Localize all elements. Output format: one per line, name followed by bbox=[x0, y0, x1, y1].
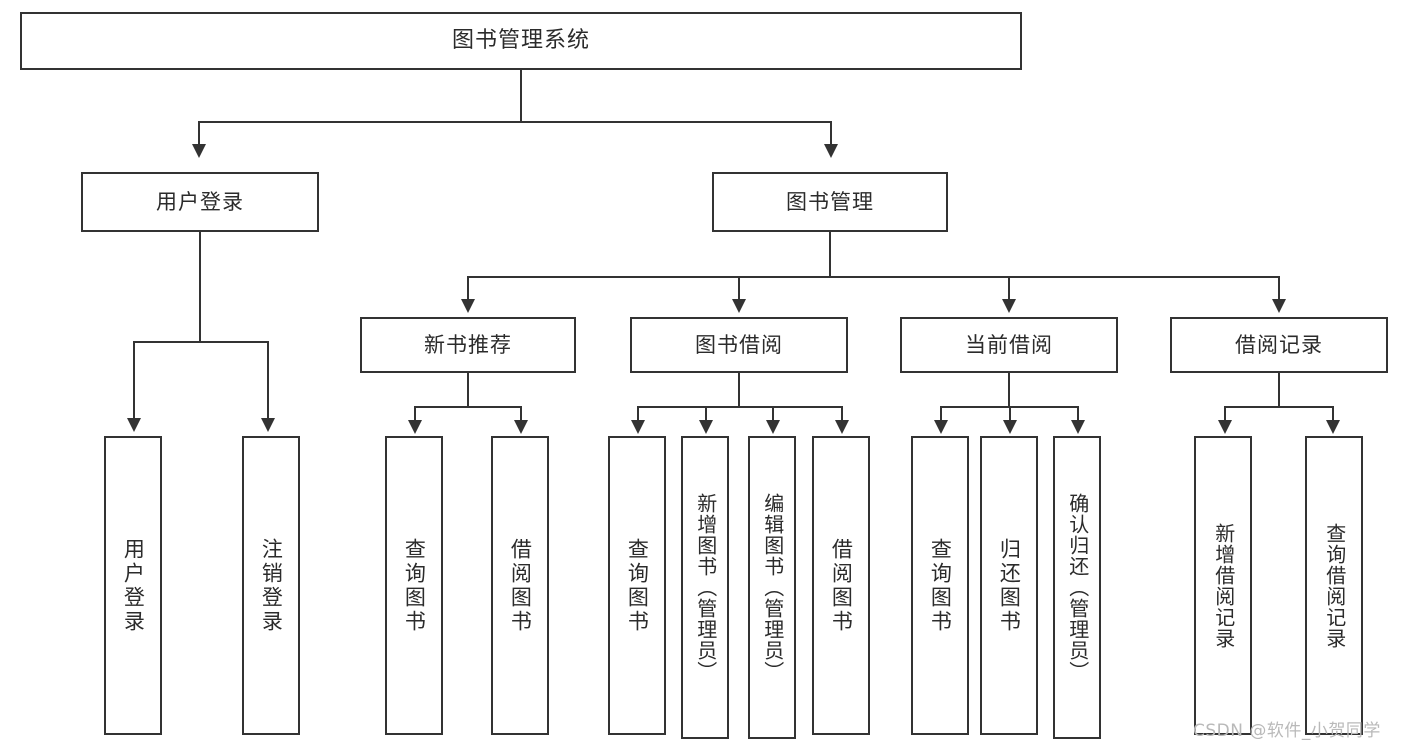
connector-drop-book-borrow bbox=[738, 276, 740, 300]
arrowhead-leaf-borrow-book-2 bbox=[835, 420, 849, 434]
node-new-book-recommend[interactable]: 新书推荐 bbox=[360, 317, 576, 373]
arrowhead-borrow-record bbox=[1272, 299, 1286, 313]
connector-drop-user-login bbox=[198, 121, 200, 146]
connector-drop-new-book-recommend bbox=[467, 276, 469, 300]
arrowhead-user-login bbox=[192, 144, 206, 158]
connector-root-trunk bbox=[520, 70, 522, 122]
node-current-borrow[interactable]: 当前借阅 bbox=[900, 317, 1118, 373]
connector-nbr-trunk bbox=[467, 373, 469, 407]
csdn-watermark: CSDN @软件_小贺同学 bbox=[1193, 721, 1381, 741]
node-leaf-query-book-3[interactable]: 查询图书 bbox=[911, 436, 969, 735]
node-leaf-borrow-book-2[interactable]: 借阅图书 bbox=[812, 436, 870, 735]
connector-drop-leaf-query-book-2 bbox=[637, 406, 639, 421]
arrowhead-book-borrow bbox=[732, 299, 746, 313]
connector-drop-book-manage bbox=[830, 121, 832, 146]
node-leaf-query-book-1[interactable]: 查询图书 bbox=[385, 436, 443, 735]
connector-drop-leaf-return-book bbox=[1009, 406, 1011, 421]
connector-cb-trunk bbox=[1008, 373, 1010, 407]
arrowhead-book-manage bbox=[824, 144, 838, 158]
node-book-borrow[interactable]: 图书借阅 bbox=[630, 317, 848, 373]
node-leaf-query-book-2[interactable]: 查询图书 bbox=[608, 436, 666, 735]
node-leaf-add-record[interactable]: 新增借阅记录 bbox=[1194, 436, 1252, 735]
connector-drop-leaf-query-record bbox=[1332, 406, 1334, 421]
connector-drop-leaf-add-book bbox=[705, 406, 707, 421]
connector-user-login-bus bbox=[133, 341, 267, 343]
node-user-login[interactable]: 用户登录 bbox=[81, 172, 319, 232]
arrowhead-leaf-confirm-return bbox=[1071, 420, 1085, 434]
arrowhead-leaf-add-book bbox=[699, 420, 713, 434]
connector-nbr-bus bbox=[414, 406, 522, 408]
arrowhead-leaf-edit-book bbox=[766, 420, 780, 434]
arrowhead-leaf-user-login bbox=[127, 418, 141, 432]
connector-drop-leaf-edit-book bbox=[772, 406, 774, 421]
node-leaf-query-record[interactable]: 查询借阅记录 bbox=[1305, 436, 1363, 735]
node-leaf-edit-book[interactable]: 编辑图书（管理员） bbox=[748, 436, 796, 739]
connector-drop-borrow-record bbox=[1278, 276, 1280, 300]
node-leaf-logout-login[interactable]: 注销登录 bbox=[242, 436, 300, 735]
node-root-system[interactable]: 图书管理系统 bbox=[20, 12, 1022, 70]
arrowhead-new-book-recommend bbox=[461, 299, 475, 313]
connector-user-login-trunk bbox=[199, 232, 201, 342]
connector-drop-leaf-add-record bbox=[1224, 406, 1226, 421]
connector-bb-bus bbox=[637, 406, 843, 408]
connector-drop-leaf-query-book-3 bbox=[940, 406, 942, 421]
connector-drop-leaf-borrow-book-1 bbox=[520, 406, 522, 421]
connector-level3-bus bbox=[467, 276, 1280, 278]
connector-drop-leaf-user-login bbox=[133, 341, 135, 419]
node-leaf-add-book[interactable]: 新增图书（管理员） bbox=[681, 436, 729, 739]
arrowhead-leaf-query-record bbox=[1326, 420, 1340, 434]
arrowhead-leaf-add-record bbox=[1218, 420, 1232, 434]
connector-drop-leaf-query-book-1 bbox=[414, 406, 416, 421]
arrowhead-leaf-query-book-1 bbox=[408, 420, 422, 434]
connector-drop-leaf-confirm-return bbox=[1077, 406, 1079, 421]
node-leaf-borrow-book-1[interactable]: 借阅图书 bbox=[491, 436, 549, 735]
connector-level2-bus bbox=[198, 121, 832, 123]
arrowhead-leaf-borrow-book-1 bbox=[514, 420, 528, 434]
node-leaf-user-login[interactable]: 用户登录 bbox=[104, 436, 162, 735]
arrowhead-current-borrow bbox=[1002, 299, 1016, 313]
connector-drop-leaf-logout-login bbox=[267, 341, 269, 419]
connector-bb-trunk bbox=[738, 373, 740, 407]
node-borrow-record[interactable]: 借阅记录 bbox=[1170, 317, 1388, 373]
arrowhead-leaf-return-book bbox=[1003, 420, 1017, 434]
connector-br-bus bbox=[1224, 406, 1334, 408]
node-leaf-return-book[interactable]: 归还图书 bbox=[980, 436, 1038, 735]
connector-br-trunk bbox=[1278, 373, 1280, 407]
node-book-manage[interactable]: 图书管理 bbox=[712, 172, 948, 232]
node-leaf-confirm-return[interactable]: 确认归还（管理员） bbox=[1053, 436, 1101, 739]
connector-drop-leaf-borrow-book-2 bbox=[841, 406, 843, 421]
arrowhead-leaf-query-book-3 bbox=[934, 420, 948, 434]
connector-drop-current-borrow bbox=[1008, 276, 1010, 300]
arrowhead-leaf-logout-login bbox=[261, 418, 275, 432]
arrowhead-leaf-query-book-2 bbox=[631, 420, 645, 434]
connector-book-manage-trunk bbox=[829, 232, 831, 277]
